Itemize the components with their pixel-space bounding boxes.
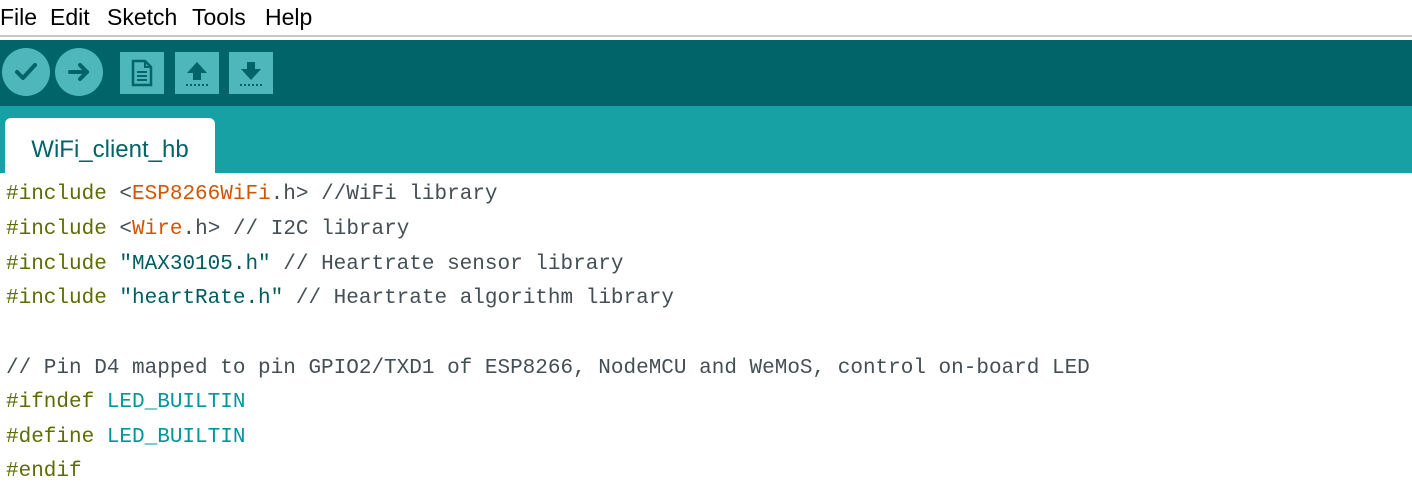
code-string: "MAX30105.h" (106, 253, 271, 276)
code-directive: #ifndef (6, 391, 95, 414)
code-line: #ifndef LED_BUILTIN (6, 390, 245, 416)
menu-tools[interactable]: Tools (192, 4, 246, 30)
code-string: "heartRate.h" (106, 287, 284, 310)
tab-strip: WiFi_client_hb (0, 106, 1412, 173)
menu-sketch[interactable]: Sketch (107, 4, 178, 30)
tab-wifi-client-hb[interactable]: WiFi_client_hb (5, 118, 215, 173)
menu-help[interactable]: Help (265, 4, 313, 30)
code-comment: // Pin D4 mapped to pin GPIO2/TXD1 of ES… (6, 357, 1090, 380)
code-comment: // Heartrate algorithm library (283, 287, 674, 310)
code-directive: #define (6, 426, 95, 449)
document-icon (131, 59, 153, 87)
code-line: #include <ESP8266WiFi.h> //WiFi library (6, 183, 498, 206)
upload-button[interactable] (55, 48, 103, 96)
verify-button[interactable] (2, 48, 50, 96)
code-comment: //WiFi library (321, 183, 498, 206)
checkmark-icon (15, 63, 37, 80)
code-line: #endif (6, 459, 82, 485)
menu-edit[interactable]: Edit (50, 4, 90, 30)
toolbar (0, 40, 1412, 106)
code-directive: #include (6, 287, 107, 310)
code-line: #include "heartRate.h" // Heartrate algo… (6, 286, 674, 312)
menu-bar: File Edit Sketch Tools Help (0, 0, 1412, 37)
arrow-down-icon (240, 62, 262, 86)
code-directive: #endif (6, 460, 82, 483)
new-sketch-button[interactable] (120, 52, 164, 94)
code-editor[interactable]: #include <ESP8266WiFi.h> //WiFi library … (0, 173, 1412, 500)
menu-file[interactable]: File (0, 4, 38, 30)
code-line: #include <Wire.h> // I2C library (6, 218, 410, 241)
arrow-right-icon (68, 63, 89, 81)
save-button[interactable] (229, 52, 273, 94)
code-line: // Pin D4 mapped to pin GPIO2/TXD1 of ES… (6, 356, 1090, 382)
code-library: Wire (132, 218, 183, 241)
code-constant: LED_BUILTIN (94, 391, 246, 414)
arrow-up-icon (186, 62, 208, 86)
code-directive: #include (6, 183, 107, 206)
tab-label: WiFi_client_hb (31, 135, 189, 163)
code-line: #define LED_BUILTIN (6, 425, 245, 451)
code-library: ESP8266WiFi (132, 183, 271, 206)
code-constant: LED_BUILTIN (94, 426, 246, 449)
code-directive: #include (6, 218, 107, 241)
code-directive: #include (6, 253, 107, 276)
code-comment: // Heartrate sensor library (270, 253, 624, 276)
code-line: #include "MAX30105.h" // Heartrate senso… (6, 252, 624, 278)
code-comment: // I2C library (232, 218, 410, 241)
open-button[interactable] (175, 52, 219, 94)
